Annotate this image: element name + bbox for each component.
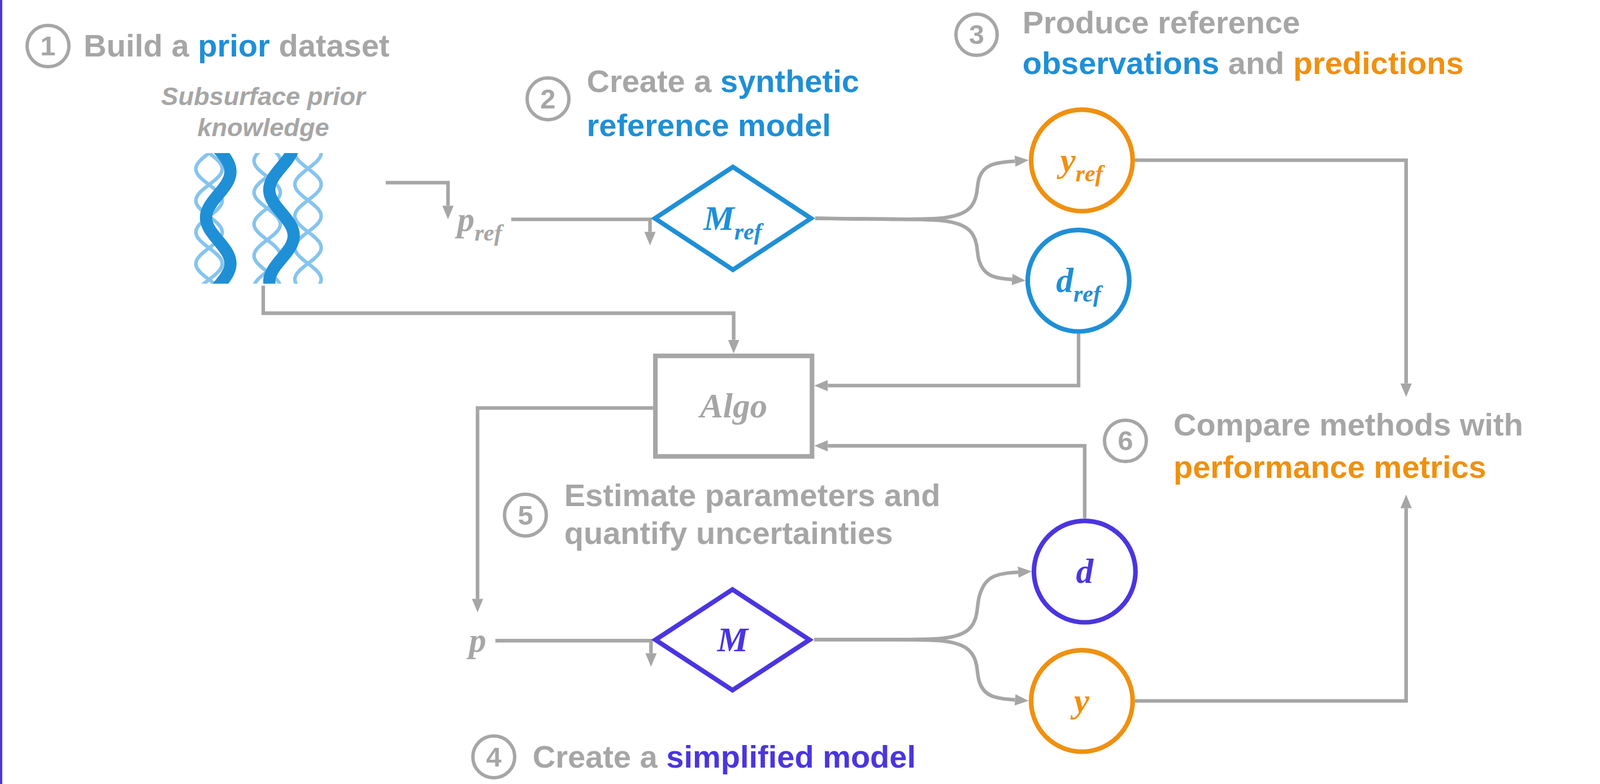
callout-number: 4 bbox=[471, 734, 516, 780]
step-title: predictions bbox=[1293, 45, 1464, 81]
symbol: y bbox=[1060, 140, 1076, 180]
symbol-text: y bbox=[1074, 681, 1090, 721]
flow-arrow bbox=[1134, 160, 1406, 384]
symbol-subscript: ref bbox=[1073, 280, 1102, 307]
step-title-line: reference model bbox=[587, 106, 832, 145]
symbol-text: M bbox=[716, 620, 749, 660]
model-diamond: Mref bbox=[650, 163, 816, 274]
observation-circle: dref bbox=[1025, 227, 1132, 334]
symbol-text: yref bbox=[1060, 141, 1104, 180]
callout-number: 2 bbox=[525, 76, 571, 121]
step-title: synthetic bbox=[720, 63, 860, 100]
step-title-line: Build apriordataset bbox=[83, 27, 390, 65]
step-title: Create a bbox=[532, 739, 658, 776]
flow-arrow bbox=[511, 219, 651, 232]
symbol-subscript: ref bbox=[1075, 160, 1104, 187]
flow-arrow bbox=[814, 639, 1015, 700]
step-title: dataset bbox=[279, 28, 390, 64]
symbol-subscript: ref bbox=[474, 219, 503, 246]
step-title-line: observationsandpredictions bbox=[1022, 44, 1464, 82]
step-title: prior bbox=[197, 28, 271, 64]
subsurface-strands bbox=[196, 153, 322, 284]
diamond-shape bbox=[654, 166, 811, 270]
step-title: observations bbox=[1022, 45, 1220, 81]
observation-circle: d bbox=[1031, 518, 1138, 625]
step-title-line: Create asynthetic bbox=[587, 62, 860, 101]
step-title: and bbox=[1228, 45, 1285, 81]
flow-arrow bbox=[263, 285, 734, 341]
prediction-circle: yref bbox=[1028, 107, 1136, 214]
symbol-text: Algo bbox=[700, 387, 768, 426]
callout-number: 3 bbox=[954, 12, 999, 58]
page-border bbox=[0, 0, 3, 784]
circle-shape bbox=[1033, 520, 1136, 623]
symbol: y bbox=[1074, 681, 1090, 720]
callout-number: 5 bbox=[502, 492, 548, 538]
circle-shape bbox=[1027, 229, 1130, 332]
symbol: p bbox=[457, 200, 475, 239]
step-title: Estimate parameters and quantify uncerta… bbox=[564, 477, 941, 551]
box-shape bbox=[655, 355, 812, 457]
strand-light bbox=[294, 153, 322, 284]
step-title: Produce reference bbox=[1022, 4, 1301, 41]
flow-arrow bbox=[495, 640, 651, 654]
parameter-symbol: p bbox=[466, 618, 490, 663]
strand-dark bbox=[269, 153, 294, 284]
flow-arrow bbox=[827, 333, 1079, 386]
symbol: Algo bbox=[700, 386, 768, 425]
step-title-line: Produce reference bbox=[1022, 3, 1301, 42]
parameter-symbol: pref bbox=[454, 197, 506, 242]
step-title: Create a bbox=[587, 63, 712, 100]
step-title: reference model bbox=[587, 107, 832, 144]
symbol: p bbox=[468, 620, 487, 660]
flow-arrow bbox=[1134, 508, 1406, 702]
symbol-text: dref bbox=[1055, 261, 1101, 300]
symbol-text: pref bbox=[457, 200, 502, 239]
prior-illustration: Subsurface prior knowledge bbox=[140, 79, 386, 286]
flow-arrow bbox=[815, 161, 1016, 220]
step-title: performance metrics bbox=[1173, 445, 1524, 489]
circle-outline bbox=[1025, 227, 1132, 334]
step-title-line: Create asimplified model bbox=[532, 738, 916, 777]
callout-number: 6 bbox=[1102, 418, 1148, 464]
strand-light bbox=[294, 153, 322, 284]
symbol-text: Mref bbox=[703, 199, 762, 238]
diamond-shape bbox=[655, 589, 810, 690]
callout-number: 1 bbox=[25, 23, 71, 69]
flow-arrow bbox=[385, 182, 449, 206]
symbol: d bbox=[1055, 261, 1074, 300]
symbol: M bbox=[716, 620, 749, 659]
symbol: M bbox=[703, 198, 735, 238]
circle-outline bbox=[1028, 107, 1136, 214]
algorithm-box: Algo bbox=[653, 353, 815, 459]
node-heading: Subsurface prior knowledge bbox=[140, 79, 386, 143]
strand-dark bbox=[206, 153, 231, 284]
step-title: Compare methods with bbox=[1173, 403, 1524, 447]
flow-arrow bbox=[815, 218, 1012, 280]
circle-shape bbox=[1031, 650, 1133, 752]
model-diamond: M bbox=[650, 585, 815, 694]
symbol-subscript: ref bbox=[734, 218, 763, 245]
flow-arrow bbox=[814, 572, 1019, 640]
symbol: d bbox=[1076, 551, 1094, 591]
step-title-line: Estimate parameters and quantify uncerta… bbox=[564, 476, 1045, 552]
step-title: Build a bbox=[83, 28, 190, 64]
symbol-text: p bbox=[468, 621, 487, 660]
symbol-text: d bbox=[1076, 552, 1094, 591]
circle-shape bbox=[1031, 109, 1133, 212]
step-title: simplified model bbox=[666, 739, 916, 776]
prediction-circle: y bbox=[1028, 648, 1136, 755]
step-node: Compare methods withperformance metrics bbox=[1173, 403, 1524, 489]
